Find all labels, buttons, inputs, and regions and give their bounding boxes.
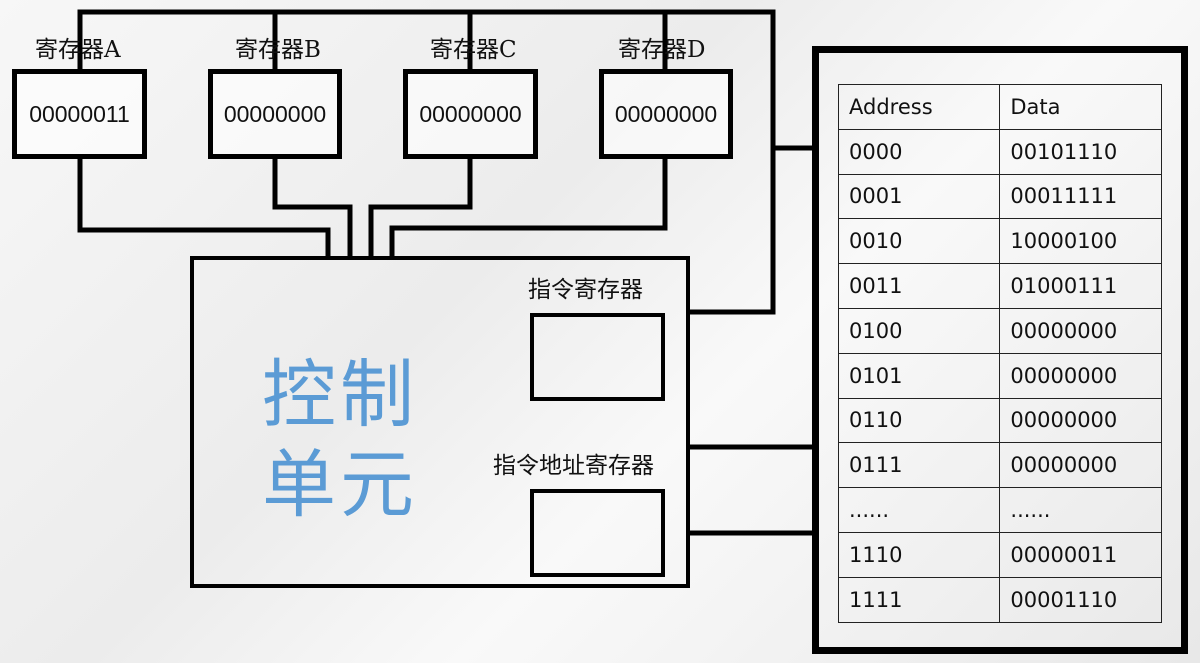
control-unit — [190, 256, 690, 588]
cell-data: 00000000 — [999, 442, 1162, 489]
top-bus — [77, 9, 776, 315]
cell-address: 0011 — [837, 263, 1001, 309]
cell-address: 1110 — [837, 531, 1001, 578]
wire-a — [77, 158, 331, 256]
cell-data: 00101110 — [999, 128, 1162, 175]
table-row: ............ — [837, 487, 1162, 533]
header-data: Data — [999, 84, 1162, 130]
cell-data: 00001110 — [999, 576, 1162, 623]
instruction-register — [530, 313, 665, 401]
cell-data: 01000111 — [999, 263, 1162, 309]
register-a-label: 寄存器A — [35, 37, 121, 63]
register-d: 00000000 — [599, 69, 733, 159]
control-unit-title-line2: 单元 — [262, 442, 418, 528]
cell-address: 0100 — [837, 307, 1001, 354]
register-c-label: 寄存器C — [430, 37, 517, 63]
instruction-address-register — [530, 489, 665, 577]
cell-address: 0001 — [837, 173, 1001, 220]
cell-address: 0111 — [837, 442, 1001, 489]
cell-data: 00000011 — [999, 531, 1162, 578]
cell-data: 00000000 — [999, 307, 1162, 354]
register-a: 00000011 — [12, 69, 147, 159]
control-unit-title-line1: 控制 — [262, 352, 418, 438]
register-d-label: 寄存器D — [618, 37, 706, 63]
cell-address: 0101 — [837, 352, 1001, 399]
cell-address: 0010 — [837, 218, 1001, 265]
register-c: 00000000 — [403, 69, 538, 159]
register-b: 00000000 — [208, 69, 342, 159]
cell-address: 0110 — [837, 397, 1001, 444]
instruction-register-label: 指令寄存器 — [528, 277, 643, 303]
control-unit-title: 控制 单元 — [262, 350, 432, 530]
cell-data: 00000000 — [999, 352, 1162, 399]
cell-address: ...... — [837, 487, 1001, 533]
cell-data: 10000100 — [999, 218, 1162, 265]
wire-d — [389, 158, 668, 256]
cell-address: 1111 — [837, 576, 1001, 623]
wire-c — [368, 158, 473, 256]
cell-address: 0000 — [837, 128, 1001, 175]
cell-data: 00011111 — [999, 173, 1162, 220]
header-address: Address — [837, 84, 1001, 130]
table-header: Address Data — [837, 84, 1162, 130]
wire-b — [272, 158, 353, 256]
cell-data: ...... — [999, 487, 1162, 533]
register-b-label: 寄存器B — [235, 37, 321, 63]
cell-data: 00000000 — [999, 397, 1162, 444]
memory — [812, 46, 1188, 654]
instruction-address-register-label: 指令地址寄存器 — [493, 453, 654, 479]
